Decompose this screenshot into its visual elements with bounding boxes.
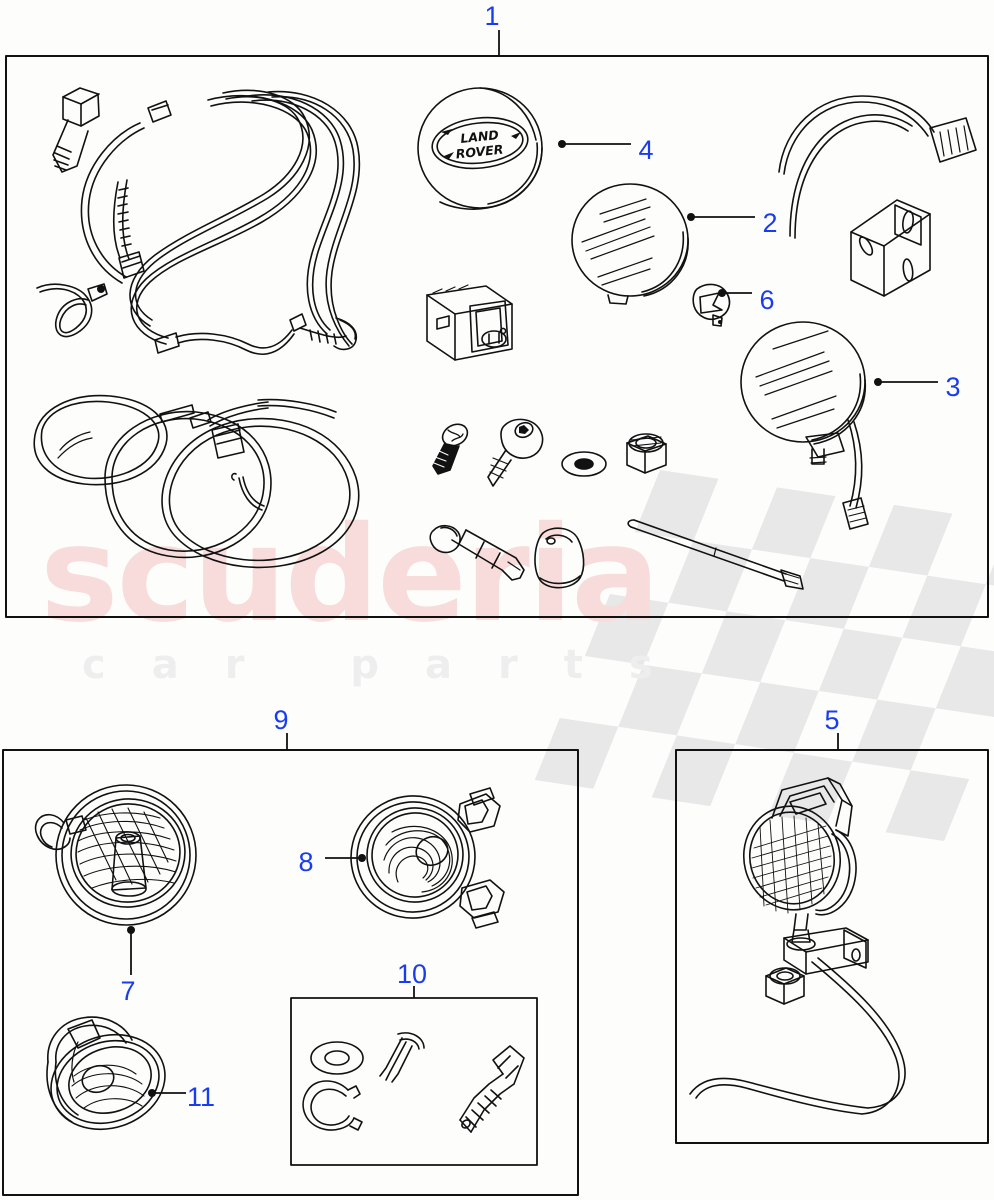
badge-line-1: LAND: [460, 127, 500, 146]
fastener-washer: [561, 451, 607, 477]
harness-connector-cluster: [159, 398, 337, 459]
lamp-with-mesh-guard: [689, 777, 906, 1115]
leader-dot-2: [687, 213, 695, 221]
kit-split-pin: [379, 1032, 425, 1083]
fastener-button-head-bolt: [487, 418, 544, 487]
leader-dot-11: [148, 1089, 156, 1097]
callout-number-8[interactable]: 8: [298, 847, 313, 877]
callout-number-6[interactable]: 6: [759, 285, 774, 315]
callout-number-7[interactable]: 7: [120, 976, 135, 1006]
kit-bolt: [459, 1045, 525, 1133]
flag-cell: [735, 682, 819, 753]
flag-cell: [634, 470, 719, 541]
leader-dot-3: [874, 378, 882, 386]
flag-cell: [818, 628, 903, 700]
panel-5: [675, 749, 989, 1144]
connector-lead: [778, 95, 977, 239]
horn-lamp: [46, 1016, 166, 1131]
lamp-lens-cover: [571, 183, 689, 305]
panel-9: [2, 749, 579, 1196]
kit-washer: [310, 1041, 364, 1075]
bulb: [692, 283, 731, 327]
callout-number-1[interactable]: 1: [484, 1, 499, 31]
kit-circlip: [302, 1080, 363, 1131]
callout-number-10[interactable]: 10: [397, 959, 427, 989]
badge-line-2: ROVER: [455, 142, 504, 162]
callout-number-5[interactable]: 5: [824, 705, 839, 735]
flag-cell: [902, 575, 986, 647]
lamp-cover-badge: LAND ROVER: [417, 87, 543, 210]
flag-cell: [651, 735, 736, 807]
flag-cell: [885, 770, 970, 841]
lamp-unit-mounted: [350, 787, 505, 929]
inline-connector: [147, 100, 172, 123]
leader-dot-7: [127, 926, 135, 934]
bullet-connector: [429, 524, 525, 581]
callout-number-9[interactable]: 9: [273, 705, 288, 735]
fastener-nyloc-nut: [626, 433, 667, 474]
flag-cell: [534, 718, 619, 789]
mounting-bracket: [850, 199, 931, 297]
flag-cell: [668, 540, 752, 612]
flag-cell: [584, 594, 669, 665]
flag-cell: [868, 504, 953, 576]
flag-cell: [701, 611, 786, 683]
watermark-primary-text: scuderia: [40, 498, 658, 652]
hex-bolt: [52, 87, 100, 173]
fixing-kit: [302, 1032, 525, 1133]
leader-dot-6: [718, 289, 726, 297]
fastener-self-tap-screw: [432, 423, 469, 475]
flag-cell: [852, 699, 936, 771]
callout-number-4[interactable]: 4: [638, 135, 653, 165]
long-cable-tie: [627, 519, 804, 590]
lamp-reflector: [34, 784, 197, 926]
secondary-harness: [33, 394, 360, 569]
lamp-switch: [426, 284, 513, 361]
flag-cell: [785, 558, 869, 629]
wiring-harness: [80, 89, 361, 355]
driving-lamp-assembly: [740, 321, 869, 530]
callout-number-2[interactable]: 2: [762, 208, 777, 238]
main-panel: [5, 55, 989, 618]
checkered-flag: [534, 470, 994, 841]
flag-cell: [935, 646, 994, 717]
callout-number-11[interactable]: 11: [187, 1082, 215, 1112]
callout-number-3[interactable]: 3: [945, 372, 960, 402]
flag-cell: [618, 664, 702, 736]
land-rover-badge-text: LAND ROVER: [455, 127, 504, 161]
flag-cell: [751, 487, 836, 559]
leader-dot-4: [558, 140, 566, 148]
watermark-secondary-text: car parts: [82, 642, 699, 688]
cable-tie: [36, 283, 108, 338]
harness-connector-left: [118, 251, 145, 279]
leader-dot-8: [358, 854, 366, 862]
rubber-grommet: [534, 527, 585, 589]
